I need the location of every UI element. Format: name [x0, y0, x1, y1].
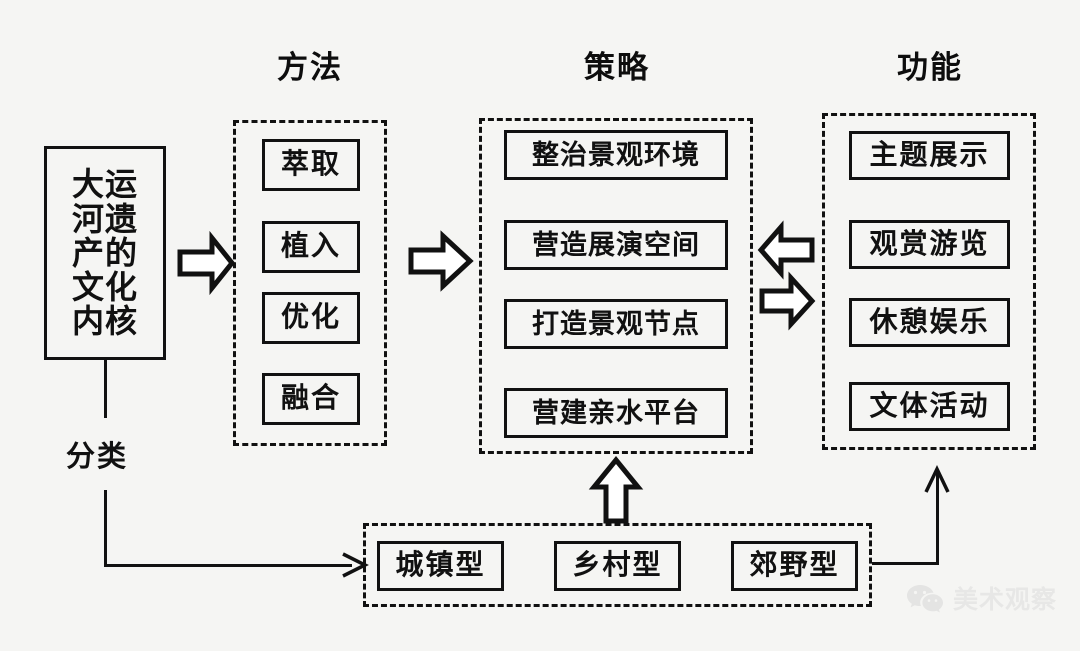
column-title-methods: 方法 [277, 50, 343, 85]
block-arrow-right-strategy-to-function [759, 271, 816, 331]
strategy-group [479, 118, 753, 454]
types-to-function-vertical [936, 470, 939, 565]
core-concept-box: 大运 河遗 产的 文化 内核 [44, 146, 166, 360]
watermark: 美术观察 [905, 580, 1057, 616]
core-line-1: 大运 [71, 166, 138, 203]
core-line-4: 文化 [71, 269, 138, 306]
type-item-2: 乡村型 [554, 541, 681, 591]
method-item-4: 融合 [262, 373, 360, 425]
type-item-1: 城镇型 [377, 541, 504, 591]
method-item-3: 优化 [262, 292, 360, 344]
block-arrow-right-methods-to-strategy [408, 230, 474, 292]
block-arrow-up-types-to-strategy [588, 456, 644, 524]
core-stem-line [104, 360, 107, 418]
method-item-2: 植入 [262, 221, 360, 273]
block-arrow-right-core-to-methods [177, 230, 236, 296]
block-arrow-left-function-to-strategy [757, 220, 815, 280]
method-item-1: 萃取 [262, 139, 360, 191]
wechat-logo-icon [907, 585, 943, 613]
column-title-function: 功能 [897, 50, 963, 85]
strategy-item-2: 营造展演空间 [504, 220, 728, 270]
classify-label: 分类 [66, 441, 129, 473]
watermark-text: 美术观察 [953, 586, 1058, 614]
strategy-item-4: 营建亲水平台 [504, 388, 728, 438]
core-line-3: 产的 [71, 234, 138, 271]
function-item-2: 观赏游览 [849, 220, 1010, 269]
core-line-2: 河遗 [71, 200, 138, 237]
function-item-1: 主题展示 [849, 131, 1010, 180]
function-item-3: 休憩娱乐 [849, 298, 1010, 347]
strategy-item-3: 打造景观节点 [504, 299, 728, 349]
classify-right-line [104, 564, 352, 567]
column-title-strategy: 策略 [584, 50, 650, 85]
core-line-5: 内核 [71, 303, 138, 340]
strategy-item-1: 整治景观环境 [504, 130, 728, 180]
type-item-3: 郊野型 [731, 541, 858, 591]
types-to-function-horizontal [872, 562, 939, 565]
classify-down-line [104, 490, 107, 567]
function-group [822, 113, 1036, 450]
function-item-4: 文体活动 [849, 382, 1010, 431]
